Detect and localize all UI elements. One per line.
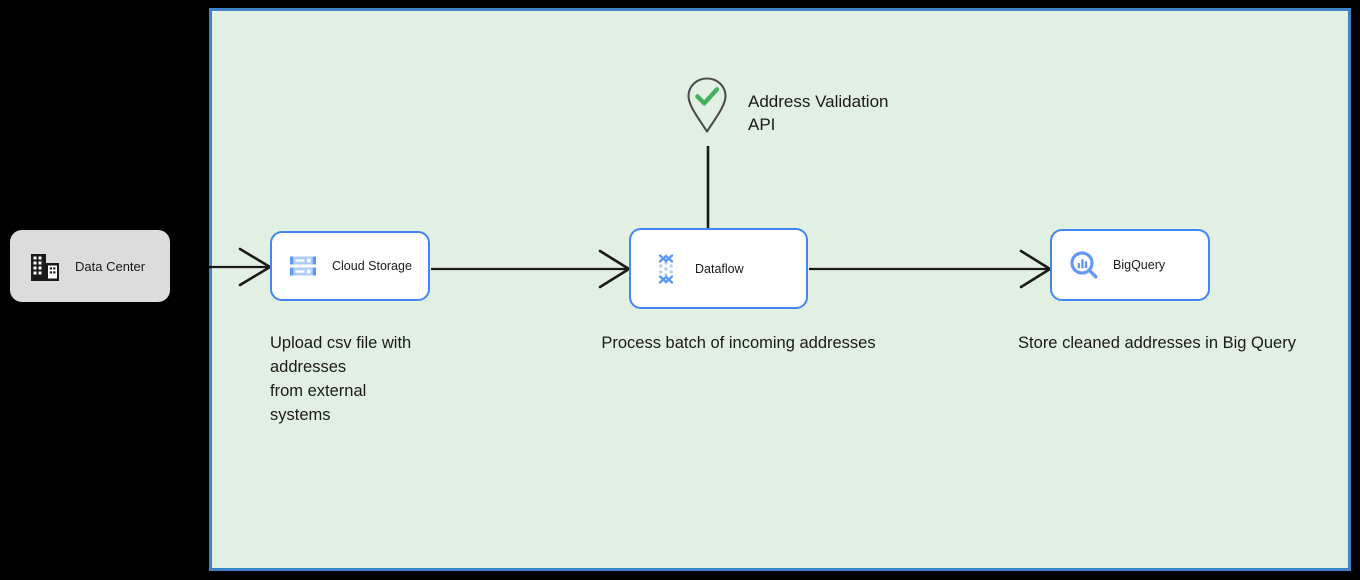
node-address-validation-api-label: Address Validation API — [748, 90, 978, 136]
node-data-center[interactable]: Data Center — [10, 230, 170, 302]
caption-upload: Upload csv file with addresses from exte… — [270, 331, 480, 427]
node-cloud-storage-label: Cloud Storage — [332, 259, 412, 273]
map-pin-check-icon — [687, 77, 727, 133]
caption-upload-line1: Upload csv file with — [270, 334, 412, 352]
bigquery-magnifier-icon — [1070, 251, 1098, 279]
caption-process: Process batch of incoming addresses — [601, 334, 876, 352]
caption-upload-line3: from external — [270, 382, 367, 400]
address-validation-api-label-line2: API — [748, 115, 776, 134]
node-data-center-label: Data Center — [75, 258, 146, 274]
node-bigquery[interactable]: BigQuery — [1050, 229, 1210, 301]
address-validation-api-label-line1: Address Validation — [748, 92, 889, 111]
node-dataflow[interactable]: Dataflow — [629, 228, 808, 309]
caption-store: Store cleaned addresses in Big Query — [1018, 334, 1296, 352]
data-center-building-icon — [31, 254, 59, 281]
node-dataflow-label: Dataflow — [695, 261, 744, 276]
cloud-storage-icon — [290, 256, 316, 276]
node-bigquery-label: BigQuery — [1113, 258, 1166, 272]
node-cloud-storage[interactable]: Cloud Storage — [270, 231, 430, 301]
caption-upload-line4: systems — [270, 406, 331, 424]
dataflow-icon — [658, 253, 674, 284]
caption-upload-line2: addresses — [270, 358, 347, 376]
